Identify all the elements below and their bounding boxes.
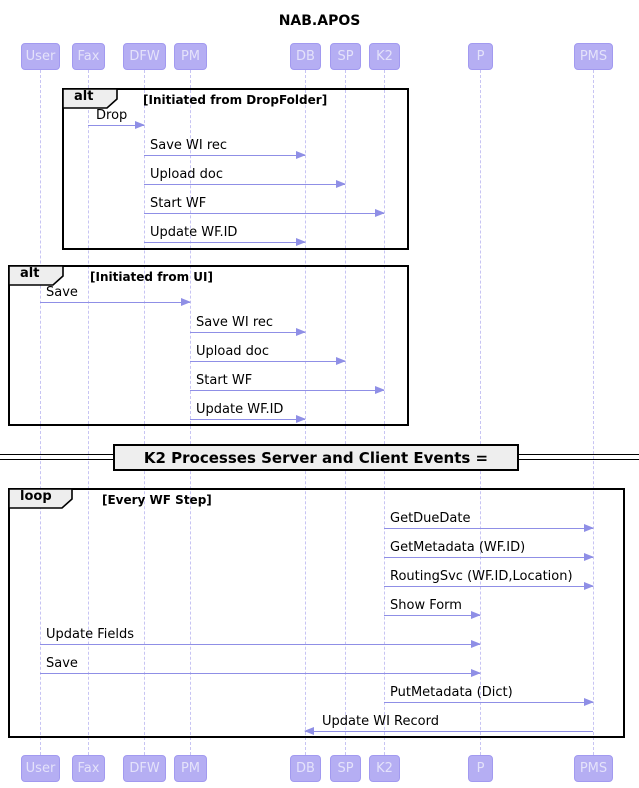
arrowhead-right-icon xyxy=(135,121,145,129)
message-arrow xyxy=(190,415,306,424)
arrowhead-right-icon xyxy=(471,611,481,619)
fragment-guard: [Initiated from UI] xyxy=(90,270,213,284)
loop-fragment-header: loop xyxy=(8,488,74,514)
message-label: Update WI Record xyxy=(322,714,439,729)
arrowhead-right-icon xyxy=(584,553,594,561)
participant-user-bottom: User xyxy=(21,755,60,782)
divider-title: K2 Processes Server and Client Events = xyxy=(113,444,519,471)
participant-pms-bottom: PMS xyxy=(574,755,613,782)
arrowhead-right-icon xyxy=(296,415,306,423)
arrowhead-right-icon xyxy=(375,386,385,394)
message-label: PutMetadata (Dict) xyxy=(390,685,513,700)
participant-dfw-top: DFW xyxy=(123,43,166,70)
fragment-keyword: alt xyxy=(20,266,40,281)
arrowhead-right-icon xyxy=(471,669,481,677)
lifeline-pm xyxy=(190,70,191,755)
message-label: Save xyxy=(46,656,78,671)
lifeline-pms xyxy=(593,70,594,755)
fragment-pentagon-shape xyxy=(62,88,118,109)
message-label: GetMetadata (WF.ID) xyxy=(390,540,526,555)
participant-pms-top: PMS xyxy=(574,43,613,70)
fragment-guard: [Every WF Step] xyxy=(102,493,212,507)
participant-sp-top: SP xyxy=(330,43,361,70)
participant-dfw-bottom: DFW xyxy=(123,755,166,782)
participant-pm-bottom: PM xyxy=(174,755,207,782)
message-label: Update WF.ID xyxy=(196,402,284,417)
arrowhead-right-icon xyxy=(181,298,191,306)
arrowhead-right-icon xyxy=(336,180,346,188)
message-arrow xyxy=(190,357,346,366)
participant-sp-bottom: SP xyxy=(330,755,361,782)
participant-pm-top: PM xyxy=(174,43,207,70)
message-label: Upload doc xyxy=(196,344,270,359)
message-arrow xyxy=(144,151,306,160)
loop-fragment: loop [Every WF Step] xyxy=(8,488,625,738)
message-arrow xyxy=(144,238,306,247)
fragment-pentagon-shape xyxy=(8,488,73,509)
message-arrow xyxy=(144,180,346,189)
message-label: Save WI rec xyxy=(150,138,228,153)
alt-fragment-dropfolder: alt [Initiated from DropFolder] xyxy=(62,88,409,250)
message-label: Update Fields xyxy=(46,627,134,642)
participant-fax-top: Fax xyxy=(72,43,105,70)
participant-p-bottom: P xyxy=(468,755,493,782)
message-label: GetDueDate xyxy=(390,511,471,526)
message-arrow xyxy=(144,209,385,218)
message-arrow xyxy=(40,640,481,649)
arrowhead-right-icon xyxy=(584,698,594,706)
message-arrow xyxy=(40,298,191,307)
lifeline-dfw xyxy=(144,70,145,755)
lifeline-fax xyxy=(88,70,89,755)
lifeline-user xyxy=(40,70,41,755)
message-arrow xyxy=(384,553,594,562)
message-label: Save xyxy=(46,285,78,300)
arrowhead-left-icon xyxy=(304,727,314,735)
lifeline-db xyxy=(305,70,306,755)
arrowhead-right-icon xyxy=(296,328,306,336)
message-label: Show Form xyxy=(390,598,462,613)
fragment-keyword: alt xyxy=(74,89,94,104)
message-label: Start WF xyxy=(196,373,253,388)
alt-fragment-dropfolder-header: alt xyxy=(62,88,119,114)
alt-fragment-ui-header: alt xyxy=(8,265,65,291)
fragment-keyword: loop xyxy=(20,489,52,504)
message-arrow xyxy=(384,611,481,620)
message-label: Upload doc xyxy=(150,167,224,182)
message-label: Start WF xyxy=(150,196,207,211)
message-arrow xyxy=(384,524,594,533)
arrowhead-right-icon xyxy=(336,357,346,365)
arrowhead-right-icon xyxy=(584,582,594,590)
arrowhead-right-icon xyxy=(584,524,594,532)
arrowhead-right-icon xyxy=(471,640,481,648)
arrowhead-right-icon xyxy=(296,238,306,246)
message-arrow xyxy=(384,698,594,707)
participant-user-top: User xyxy=(21,43,60,70)
participant-db-top: DB xyxy=(290,43,321,70)
participant-fax-bottom: Fax xyxy=(72,755,105,782)
message-label: RoutingSvc (WF.ID,Location) xyxy=(390,569,573,584)
participant-p-top: P xyxy=(468,43,493,70)
message-label: Drop xyxy=(96,108,128,123)
alt-fragment-ui: alt [Initiated from UI] xyxy=(8,265,409,426)
message-arrow xyxy=(190,386,385,395)
message-arrow xyxy=(304,727,593,736)
message-arrow xyxy=(190,328,306,337)
participant-k2-bottom: K2 xyxy=(369,755,400,782)
fragment-guard: [Initiated from DropFolder] xyxy=(143,93,328,107)
lifeline-k2 xyxy=(384,70,385,755)
lifeline-sp xyxy=(345,70,346,755)
arrowhead-right-icon xyxy=(296,151,306,159)
participant-k2-top: K2 xyxy=(369,43,400,70)
fragment-pentagon-shape xyxy=(8,265,64,286)
lifeline-p xyxy=(480,70,481,755)
participant-db-bottom: DB xyxy=(290,755,321,782)
message-arrow xyxy=(88,121,145,130)
message-label: Update WF.ID xyxy=(150,225,238,240)
diagram-title: NAB.APOS xyxy=(278,13,361,29)
arrowhead-right-icon xyxy=(375,209,385,217)
message-arrow xyxy=(384,582,594,591)
message-arrow xyxy=(40,669,481,678)
message-label: Save WI rec xyxy=(196,315,274,330)
